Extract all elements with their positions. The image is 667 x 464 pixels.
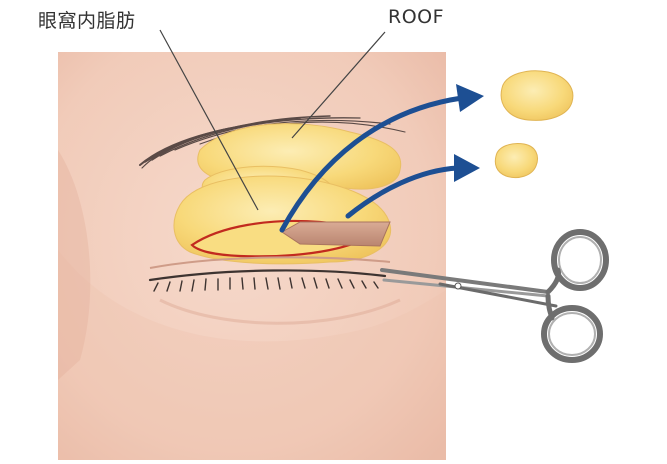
lower-lid-shadow bbox=[159, 298, 401, 325]
arrow-icon bbox=[279, 95, 465, 233]
cheek-shadow bbox=[58, 250, 446, 460]
fat-globule-small bbox=[494, 143, 538, 179]
eyebrow bbox=[139, 115, 406, 169]
fat-globule-icon bbox=[500, 70, 574, 121]
leader-line-orbital-fat bbox=[159, 29, 259, 211]
leader-line-roof bbox=[291, 31, 386, 139]
label-roof: ROOF bbox=[388, 6, 445, 28]
eyelid-crease bbox=[149, 256, 391, 269]
retractor-icon bbox=[281, 221, 391, 247]
arrow-head-lower bbox=[454, 154, 480, 182]
arrow-head-upper bbox=[456, 84, 484, 112]
scissors-icon bbox=[380, 229, 609, 363]
label-orbital-fat: 眼窩内脂肪 bbox=[38, 10, 136, 32]
eyelash-icon bbox=[148, 269, 387, 292]
nose-shadow bbox=[58, 150, 91, 380]
